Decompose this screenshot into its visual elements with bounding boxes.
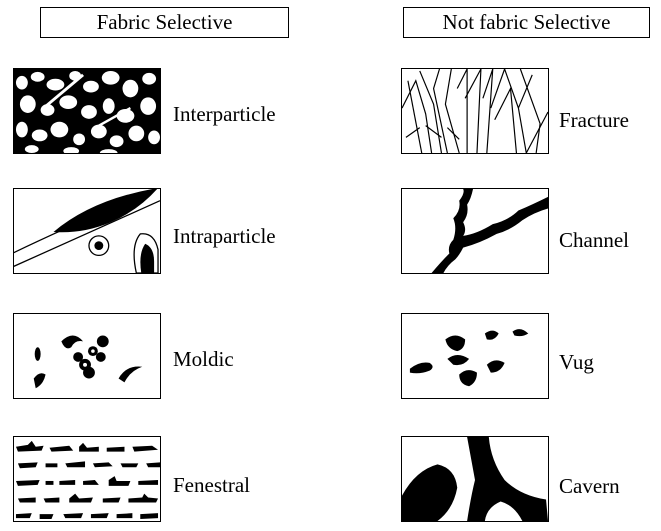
- vug-label: Vug: [559, 350, 594, 374]
- fenestral-label: Fenestral: [173, 473, 250, 497]
- fracture-porosity-icon: [401, 68, 549, 154]
- fabric-selective-header: Fabric Selective: [40, 7, 289, 38]
- cavern-porosity-icon: [401, 436, 549, 522]
- cavern-label: Cavern: [559, 474, 620, 498]
- vug-porosity-icon: [401, 313, 549, 399]
- intraparticle-label: Intraparticle: [173, 224, 276, 248]
- fenestral-porosity-icon: [13, 436, 161, 522]
- intraparticle-porosity-icon: [13, 188, 161, 274]
- fracture-label: Fracture: [559, 108, 629, 132]
- moldic-porosity-icon: [13, 313, 161, 399]
- moldic-label: Moldic: [173, 347, 234, 371]
- not-fabric-selective-header: Not fabric Selective: [403, 7, 650, 38]
- channel-porosity-icon: [401, 188, 549, 274]
- interparticle-porosity-icon: [13, 68, 161, 154]
- channel-label: Channel: [559, 228, 629, 252]
- interparticle-label: Interparticle: [173, 102, 276, 126]
